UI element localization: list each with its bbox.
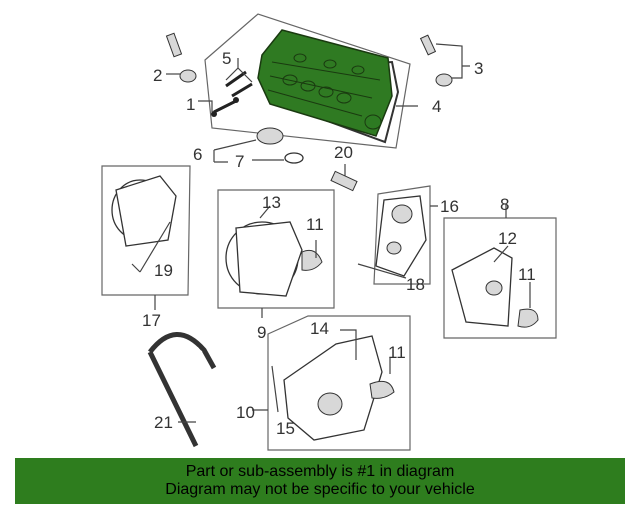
part-20-sensor xyxy=(330,164,358,192)
bolt-head xyxy=(211,111,217,117)
callout-5: 5 xyxy=(222,49,231,68)
callout-14: 14 xyxy=(310,319,329,338)
group-16-box xyxy=(357,185,438,285)
part-7-o-ring xyxy=(214,152,304,164)
parts-diagram: 1 2 3 4 5 6 7 8 9 10 11 11 11 12 13 14 1… xyxy=(101,13,557,451)
banner-line-2: Diagram may not be specific to your vehi… xyxy=(165,481,475,498)
part-6-filler-cap xyxy=(213,127,284,162)
callout-20: 20 xyxy=(334,143,353,162)
part-2-bolt-washer xyxy=(165,32,197,83)
callout-6: 6 xyxy=(193,145,202,164)
group-8-box xyxy=(443,204,557,339)
callout-15: 15 xyxy=(276,419,295,438)
callout-10: 10 xyxy=(236,403,255,422)
callout-13: 13 xyxy=(262,193,281,212)
callout-11b: 11 xyxy=(518,265,536,284)
valve-cover-group[interactable] xyxy=(198,13,411,149)
callout-19: 19 xyxy=(154,261,173,280)
callout-18: 18 xyxy=(406,275,425,294)
info-banner: Part or sub-assembly is #1 in diagram Di… xyxy=(15,458,625,504)
valve-cover-bosses xyxy=(282,53,365,104)
callout-17: 17 xyxy=(142,311,161,330)
callout-7: 7 xyxy=(235,152,244,171)
group-9-box xyxy=(217,189,335,318)
callout-1: 1 xyxy=(186,95,195,114)
valve-cover-highlight[interactable] xyxy=(257,29,393,137)
banner-line-1: Part or sub-assembly is #1 in diagram xyxy=(185,463,455,480)
part-3-bolt-washer xyxy=(419,34,470,87)
callout-12: 12 xyxy=(498,229,517,248)
callout-9: 9 xyxy=(257,323,266,342)
callout-16: 16 xyxy=(440,197,459,216)
oil-filler-opening xyxy=(364,114,382,130)
callout-11c: 11 xyxy=(388,343,406,362)
part-21-timing-belt xyxy=(147,332,217,448)
callout-labels: 1 2 3 4 5 6 7 8 9 10 11 11 11 12 13 14 1… xyxy=(142,49,536,438)
callout-3: 3 xyxy=(474,59,483,78)
bolt-head xyxy=(233,97,239,103)
group-17-box xyxy=(101,165,191,310)
callout-11a: 11 xyxy=(306,215,324,234)
callout-4: 4 xyxy=(432,97,441,116)
callout-8: 8 xyxy=(500,195,509,214)
valve-cover-ribs xyxy=(267,61,381,117)
callout-2: 2 xyxy=(153,66,162,85)
group-10-box xyxy=(252,315,411,451)
callout-21: 21 xyxy=(154,413,173,432)
